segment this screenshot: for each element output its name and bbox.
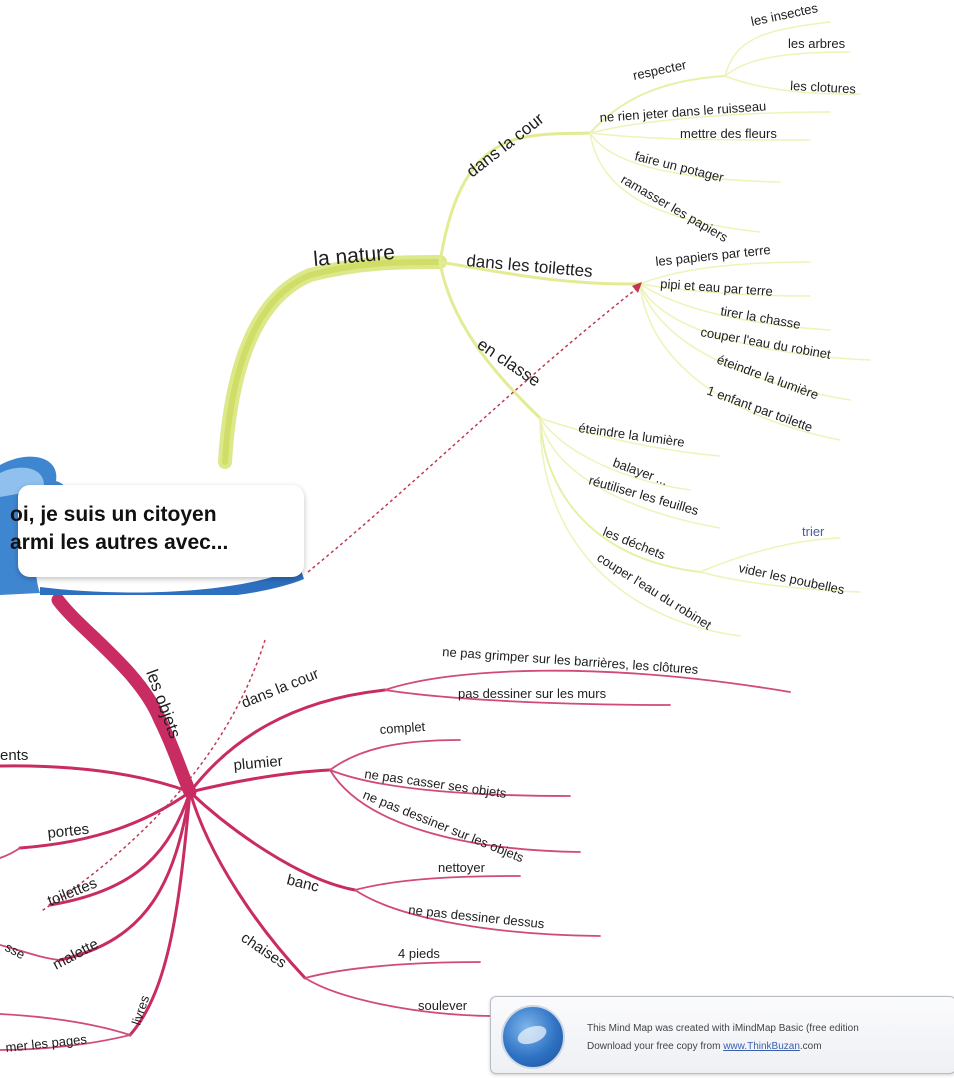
branch-malette — [58, 790, 192, 962]
branch-portes — [18, 790, 192, 850]
leaf-line-lumiere-classe — [539, 417, 721, 457]
central-title-line2: armi les autres avec... — [10, 531, 229, 554]
leaf-line-papiers-cour — [589, 132, 761, 233]
leaf-line-pipi — [639, 283, 811, 297]
label-toilettes-objets[interactable]: toilettes — [45, 875, 99, 910]
leaf-line-arbres — [724, 51, 851, 77]
central-topic[interactable]: oi, je suis un citoyen armi les autres a… — [0, 455, 305, 595]
leaf-chasse[interactable]: tirer la chasse — [719, 303, 801, 332]
branch-cour-nature — [438, 131, 592, 264]
leaf-line-portes-stub — [0, 847, 21, 859]
leaf-line-potager — [589, 132, 781, 183]
imindmap-footer: This Mind Map was created with iMindMap … — [490, 996, 954, 1074]
leaf-line-pieds — [304, 961, 481, 979]
leaf-line-clotures — [724, 75, 861, 95]
objets-branches — [0, 593, 791, 1051]
leaf-clotures[interactable]: les clotures — [790, 78, 857, 96]
label-ents[interactable]: ents — [0, 747, 28, 764]
leaf-murs[interactable]: pas dessiner sur les murs — [458, 686, 607, 701]
label-banc[interactable]: banc — [285, 871, 321, 895]
link-center-to-toilettes[interactable] — [307, 285, 641, 573]
nature-main-branch[interactable] — [218, 255, 447, 469]
leaf-line-barrieres — [384, 669, 791, 693]
leaf-line-nettoyer — [354, 875, 521, 891]
objets-labels: les objets dans la cour plumier banc cha… — [0, 644, 699, 1055]
branch-toilettes — [438, 260, 642, 286]
leaf-papiers-terre[interactable]: les papiers par terre — [655, 242, 772, 269]
leaf-line-ruisseau — [589, 111, 831, 134]
leaf-line-dessiner-objets — [329, 769, 581, 853]
branch-respecter — [589, 75, 726, 134]
label-objets-cour[interactable]: dans la cour — [239, 665, 321, 711]
footer-line2: Download your free copy from www.ThinkBu… — [587, 1041, 822, 1052]
leaf-trier[interactable]: trier — [802, 524, 825, 539]
leaf-line-lumiere-toilettes — [639, 283, 851, 401]
leaf-line-chasse — [639, 283, 831, 331]
central-title-line1: oi, je suis un citoyen — [10, 503, 217, 526]
footer-link[interactable]: www.ThinkBuzan — [723, 1041, 800, 1052]
label-livres[interactable]: livres — [129, 993, 153, 1027]
leaf-line-dessus — [354, 889, 601, 937]
leaf-line-fleurs — [589, 132, 811, 141]
branch-plumier — [188, 768, 332, 794]
nature-labels: la nature dans la cour dans les toilette… — [312, 0, 856, 633]
label-nature-cour[interactable]: dans la cour — [463, 109, 548, 181]
leaf-line-complet — [329, 739, 461, 771]
leaf-nettoyer[interactable]: nettoyer — [438, 860, 486, 875]
relationship-links — [39, 282, 642, 913]
leaf-fleurs[interactable]: mettre des fleurs — [680, 126, 777, 141]
leaf-sse[interactable]: sse — [3, 939, 28, 962]
branch-cour-objets — [188, 688, 387, 794]
leaf-pieds[interactable]: 4 pieds — [398, 946, 440, 961]
leaf-line-pages — [0, 1034, 131, 1051]
branch-livres — [128, 790, 192, 1037]
leaf-pages[interactable]: mer les pages — [5, 1031, 88, 1055]
branch-chaises — [188, 790, 307, 980]
leaf-arbres[interactable]: les arbres — [788, 36, 846, 51]
nature-branches — [218, 21, 871, 637]
footer-line2-suffix: .com — [799, 1041, 822, 1052]
branch-ents — [0, 764, 192, 794]
objets-main-branch[interactable] — [51, 593, 197, 799]
leaf-line-casser — [329, 769, 571, 797]
branch-toilettes-objets — [48, 790, 192, 907]
leaf-pipi[interactable]: pipi et eau par terre — [660, 276, 774, 299]
leaf-line-poubelles — [699, 571, 861, 593]
leaf-poubelles[interactable]: vider les poubelles — [737, 560, 846, 597]
leaf-line-trier — [699, 537, 841, 573]
leaf-line-papiers-terre — [639, 261, 811, 285]
branch-dechets — [539, 417, 701, 573]
leaf-line-livres-extra — [0, 1013, 131, 1036]
leaf-line-sse — [0, 944, 61, 961]
leaf-lumiere-classe[interactable]: éteindre la lumière — [578, 420, 686, 450]
label-respecter-text[interactable]: respecter — [632, 57, 689, 83]
leaf-line-feuilles — [539, 417, 721, 529]
label-portes[interactable]: portes — [47, 821, 90, 842]
link-objets-to-toilettes[interactable] — [39, 639, 266, 913]
leaf-complet[interactable]: complet — [379, 719, 426, 737]
branch-banc — [188, 790, 357, 892]
leaf-soulever[interactable]: soulever — [418, 998, 468, 1013]
nature-main-branch-core — [222, 259, 443, 465]
leaf-barrieres[interactable]: ne pas grimper sur les barrières, les cl… — [442, 644, 699, 677]
leaf-line-balayer — [539, 417, 691, 491]
central-card — [18, 485, 304, 577]
footer-line1: This Mind Map was created with iMindMap … — [587, 1023, 859, 1034]
leaf-line-robinet-toilettes — [639, 283, 871, 361]
link-arrowhead — [632, 282, 642, 293]
leaf-line-robinet-classe — [539, 417, 741, 637]
branch-classe — [438, 260, 542, 420]
leaf-line-insectes — [724, 21, 831, 77]
footer-line2-prefix: Download your free copy from — [587, 1041, 721, 1052]
leaf-ruisseau[interactable]: ne rien jeter dans le ruisseau — [599, 98, 767, 125]
leaf-line-murs — [384, 689, 671, 706]
leaf-line-soulever — [304, 977, 491, 1017]
label-plumier[interactable]: plumier — [233, 753, 283, 774]
label-classe[interactable]: en classe — [474, 335, 544, 391]
label-malette[interactable]: malette — [50, 935, 101, 973]
imindmap-logo-icon — [501, 1005, 565, 1069]
leaf-line-enfant — [639, 283, 841, 441]
